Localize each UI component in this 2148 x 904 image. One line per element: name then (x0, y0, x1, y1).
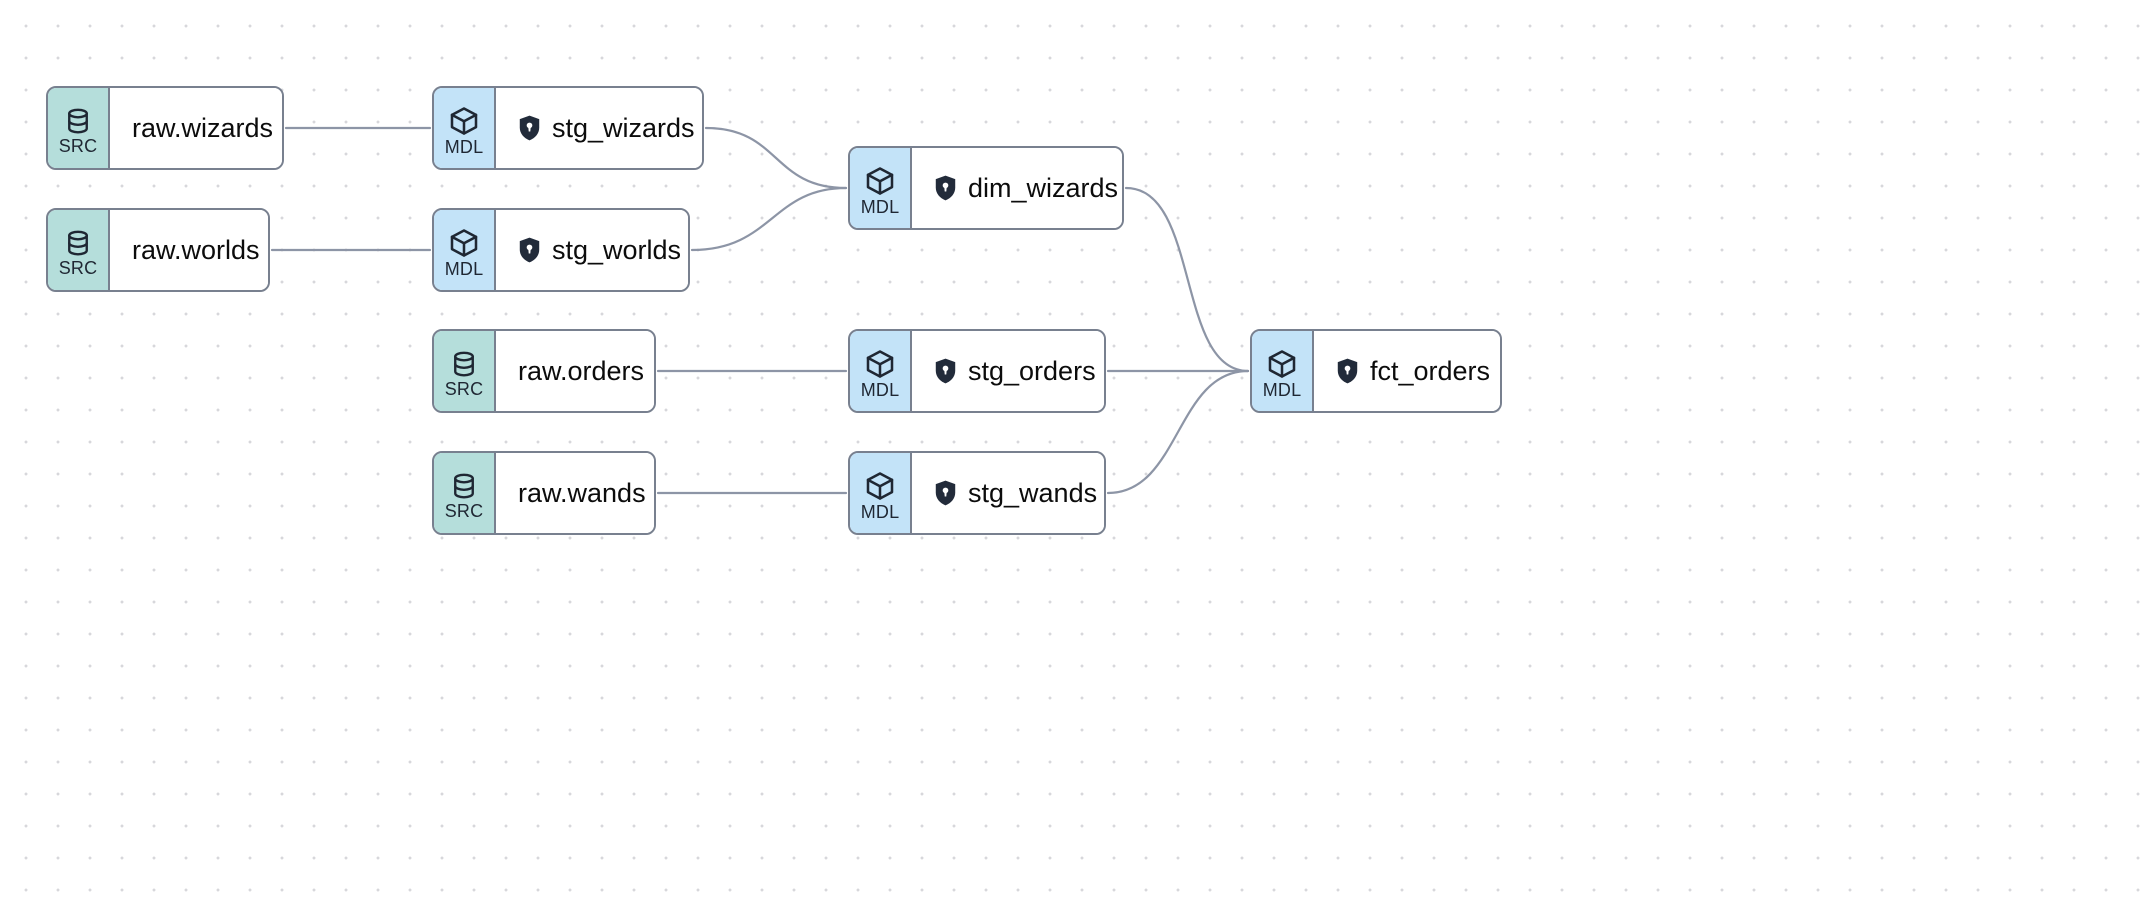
edge-stg_worlds-to-dim_wizards[interactable] (690, 186, 848, 252)
node-type-badge-stg_wands: MDL (850, 453, 912, 533)
node-type-label: MDL (444, 258, 484, 279)
cube-icon (448, 105, 480, 137)
node-type-label: SRC (444, 378, 484, 399)
node-body-dim_wizards: dim_wizards (912, 148, 1122, 228)
node-type-badge-stg_wizards: MDL (434, 88, 496, 168)
node-type-label: MDL (1262, 379, 1302, 400)
node-label: raw.worlds (132, 234, 260, 265)
node-body-raw_wands: raw.wands (496, 453, 654, 533)
node-raw_worlds[interactable]: SRC raw.worlds (46, 208, 270, 292)
node-body-raw_worlds: raw.worlds (110, 210, 268, 290)
shield-lock-icon (1336, 358, 1359, 384)
node-type-badge-stg_orders: MDL (850, 331, 912, 411)
node-label: stg_orders (968, 355, 1096, 386)
shield-lock-icon (934, 358, 957, 384)
node-type-badge-dim_wizards: MDL (850, 148, 912, 228)
node-dim_wizards[interactable]: MDL dim_wizards (848, 146, 1124, 230)
node-label: fct_orders (1370, 355, 1491, 386)
shield-lock-icon (518, 237, 541, 263)
cube-icon (864, 165, 896, 197)
node-type-label: MDL (860, 196, 900, 217)
node-type-badge-raw_wands: SRC (434, 453, 496, 533)
edge-stg_wizards-to-dim_wizards[interactable] (704, 126, 848, 190)
node-body-stg_worlds: stg_worlds (496, 210, 688, 290)
node-type-label: SRC (58, 257, 98, 278)
shield-lock-icon (934, 175, 957, 201)
node-fct_orders[interactable]: MDL fct_orders (1250, 329, 1502, 413)
node-type-label: SRC (444, 500, 484, 521)
node-body-raw_orders: raw.orders (496, 331, 654, 411)
node-stg_wizards[interactable]: MDL stg_wizards (432, 86, 704, 170)
node-stg_wands[interactable]: MDL stg_wands (848, 451, 1106, 535)
node-body-fct_orders: fct_orders (1314, 331, 1500, 411)
cube-icon (864, 470, 896, 502)
node-type-label: MDL (860, 379, 900, 400)
node-raw_wands[interactable]: SRC raw.wands (432, 451, 656, 535)
node-stg_orders[interactable]: MDL stg_orders (848, 329, 1106, 413)
shield-lock-icon (934, 480, 957, 506)
node-raw_orders[interactable]: SRC raw.orders (432, 329, 656, 413)
node-raw_wizards[interactable]: SRC raw.wizards (46, 86, 284, 170)
edge-dim_wizards-to-fct_orders[interactable] (1124, 186, 1250, 373)
node-type-badge-raw_orders: SRC (434, 331, 496, 411)
node-body-stg_orders: stg_orders (912, 331, 1104, 411)
node-type-label: MDL (444, 136, 484, 157)
shield-lock-icon (518, 115, 541, 141)
node-body-stg_wizards: stg_wizards (496, 88, 702, 168)
node-type-badge-stg_worlds: MDL (434, 210, 496, 290)
node-label: raw.orders (518, 355, 645, 386)
node-type-badge-fct_orders: MDL (1252, 331, 1314, 411)
node-label: raw.wizards (132, 112, 274, 143)
database-icon (63, 106, 93, 136)
database-icon (63, 228, 93, 258)
cube-icon (1266, 348, 1298, 380)
node-type-badge-raw_worlds: SRC (48, 210, 110, 290)
node-label: raw.wands (518, 477, 646, 508)
node-type-label: SRC (58, 135, 98, 156)
database-icon (449, 349, 479, 379)
node-label: dim_wizards (968, 172, 1119, 203)
node-body-raw_wizards: raw.wizards (110, 88, 282, 168)
node-label: stg_wands (968, 477, 1098, 508)
node-type-label: MDL (860, 501, 900, 522)
node-stg_worlds[interactable]: MDL stg_worlds (432, 208, 690, 292)
node-type-badge-raw_wizards: SRC (48, 88, 110, 168)
cube-icon (864, 348, 896, 380)
database-icon (449, 471, 479, 501)
cube-icon (448, 227, 480, 259)
edge-stg_wands-to-fct_orders[interactable] (1106, 369, 1250, 495)
node-label: stg_wizards (552, 112, 695, 143)
node-body-stg_wands: stg_wands (912, 453, 1104, 533)
node-label: stg_worlds (552, 234, 682, 265)
